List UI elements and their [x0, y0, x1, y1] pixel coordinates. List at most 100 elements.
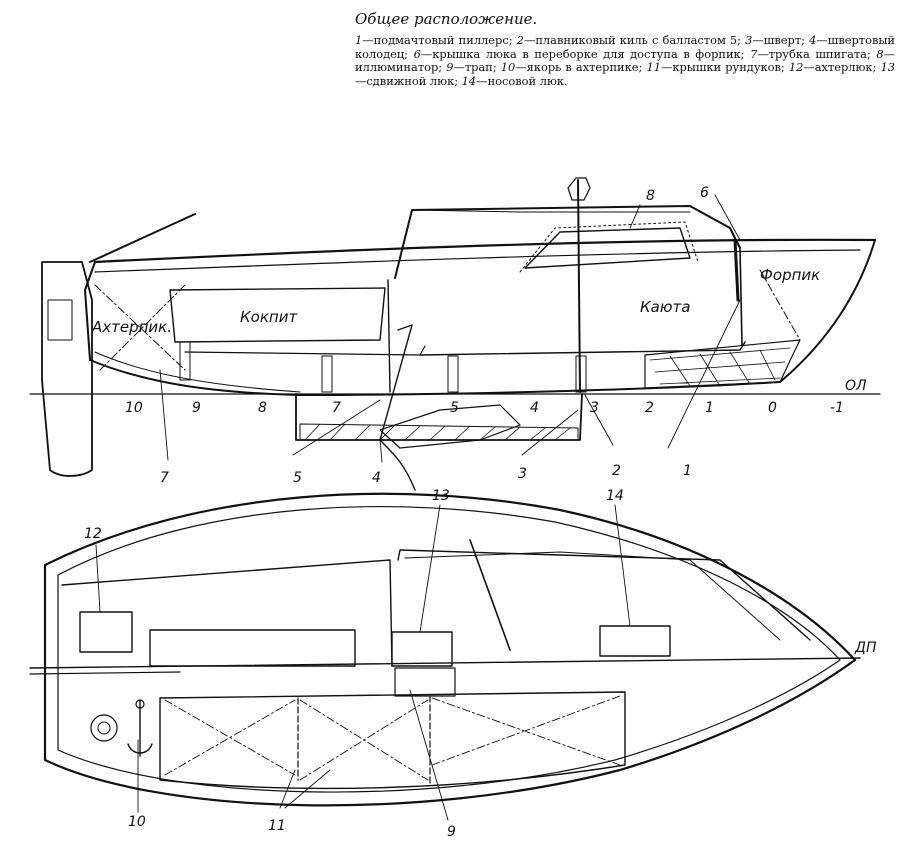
legend-text: —трап;: [453, 60, 501, 75]
legend-text: —крышки рундуков;: [660, 60, 789, 75]
deck-edge-outline: [57, 505, 841, 793]
legend-text: —шверт;: [752, 33, 810, 47]
side-callout: 3: [518, 466, 527, 482]
stem-line: [779, 239, 876, 383]
mast-pillar: [577, 179, 581, 393]
plan-callout: 12: [84, 526, 102, 542]
legend-number: 6: [413, 46, 421, 61]
cabin-floor: [419, 341, 746, 356]
access-hatch-cover: [733, 238, 740, 302]
legend-text: —плавниковый киль с балластом 5;: [523, 33, 746, 47]
legend-number: 9: [446, 60, 454, 75]
dash-dot-line: [94, 269, 801, 371]
callout-leader: [95, 504, 631, 821]
tiller-plan: [29, 671, 181, 675]
station-number: 1: [705, 400, 714, 416]
side-callout: 5: [293, 470, 302, 486]
porthole: [524, 227, 691, 269]
plan-callout: 13: [432, 488, 450, 504]
side-callout: 2: [612, 463, 621, 479]
cabin-roof-line: [411, 209, 691, 213]
station-number: 0: [768, 400, 777, 416]
station-number: 4: [530, 400, 539, 416]
station-number: -1: [830, 400, 844, 416]
caption-legend: 1—подмачтовый пиллерс; 2—плавниковый кил…: [355, 33, 896, 88]
tiller: [89, 213, 196, 263]
legend-text: —якорь в ахтерпике;: [515, 60, 647, 75]
cockpit-well: [169, 287, 386, 343]
plan-callout: 11: [268, 818, 286, 834]
legend-text: —трубка шпигата;: [757, 46, 877, 61]
compartment-cabin-label: Каюта: [640, 298, 690, 316]
legend-text: —швертовый колодец;: [355, 33, 896, 61]
plan-view: [29, 492, 861, 821]
centreline-label: ДП: [854, 640, 877, 656]
plan-callout: 14: [606, 488, 624, 504]
strut-line: [469, 539, 511, 651]
anchor-rope-coil: [97, 721, 111, 735]
centreboard-lift: [379, 439, 416, 491]
ballast: [299, 423, 579, 441]
sheer-line: [93, 238, 877, 264]
locker-block: [159, 691, 626, 790]
legend-number: 12: [788, 60, 804, 75]
legend-number: 1: [355, 33, 363, 47]
plan-callout: 9: [447, 824, 456, 840]
aft-hatch: [79, 611, 133, 653]
floor-frame: [447, 355, 459, 393]
side-callout: 6: [700, 185, 709, 201]
cockpit-seat: [149, 629, 356, 667]
deck-edge-line: [94, 249, 861, 273]
legend-number: 2: [516, 33, 524, 47]
scupper-pipe: [94, 351, 301, 393]
legend-text: —подмачтовый пиллерс;: [362, 33, 517, 47]
anchor-rope-coil: [90, 714, 118, 742]
hatching: [649, 347, 791, 387]
mast-step: [567, 177, 591, 201]
callout-leader: [159, 194, 741, 463]
floor-frame: [321, 355, 333, 393]
side-callout: 8: [646, 188, 655, 204]
centreboard-trunk: [379, 324, 413, 441]
figure-caption: Общее расположение. 1—подмачтовый пиллер…: [355, 10, 895, 88]
station-number: 2: [645, 400, 654, 416]
hull-outline: [43, 492, 857, 807]
locker-lid-diagonals: [164, 695, 621, 781]
floor-frame: [179, 341, 191, 381]
legend-number: 10: [500, 60, 516, 75]
legend-text: —носовой люк.: [476, 73, 568, 88]
forepeak-ballast: [644, 339, 801, 389]
bulkhead-fore: [739, 247, 743, 346]
legend-number: 3: [745, 33, 753, 47]
compartment-fore-label: Форпик: [760, 266, 820, 284]
legend-number: 8: [876, 46, 884, 61]
cabin-plan: [397, 549, 811, 641]
transom-line: [84, 261, 96, 361]
station-number: 9: [192, 400, 201, 416]
station-number: 7: [332, 400, 341, 416]
legend-number: 13: [880, 60, 896, 75]
cabin-trunk: [394, 205, 741, 279]
station-number: 8: [258, 400, 267, 416]
rudder-stock-window: [47, 299, 73, 341]
station-number: 5: [450, 400, 459, 416]
anchor-ring: [135, 699, 145, 709]
side-profile: [29, 177, 881, 491]
caption-title: Общее расположение.: [355, 10, 538, 28]
hatching: [304, 423, 571, 441]
companion-ladder: [394, 667, 456, 697]
station-number: 10: [125, 400, 143, 416]
cabin-inner-plan: [404, 551, 781, 641]
compartment-cockpit-label: Кокпит: [240, 308, 298, 326]
bulkhead-aft: [387, 279, 391, 393]
side-callout: 4: [372, 470, 381, 486]
centreboard: [379, 404, 521, 449]
compartment-aft-label: Ахтерпик.: [91, 318, 172, 336]
legend-number: 4: [809, 33, 817, 47]
legend-text: —иллюминатор;: [355, 46, 896, 75]
legend-text: —сдвижной люк;: [355, 73, 462, 88]
